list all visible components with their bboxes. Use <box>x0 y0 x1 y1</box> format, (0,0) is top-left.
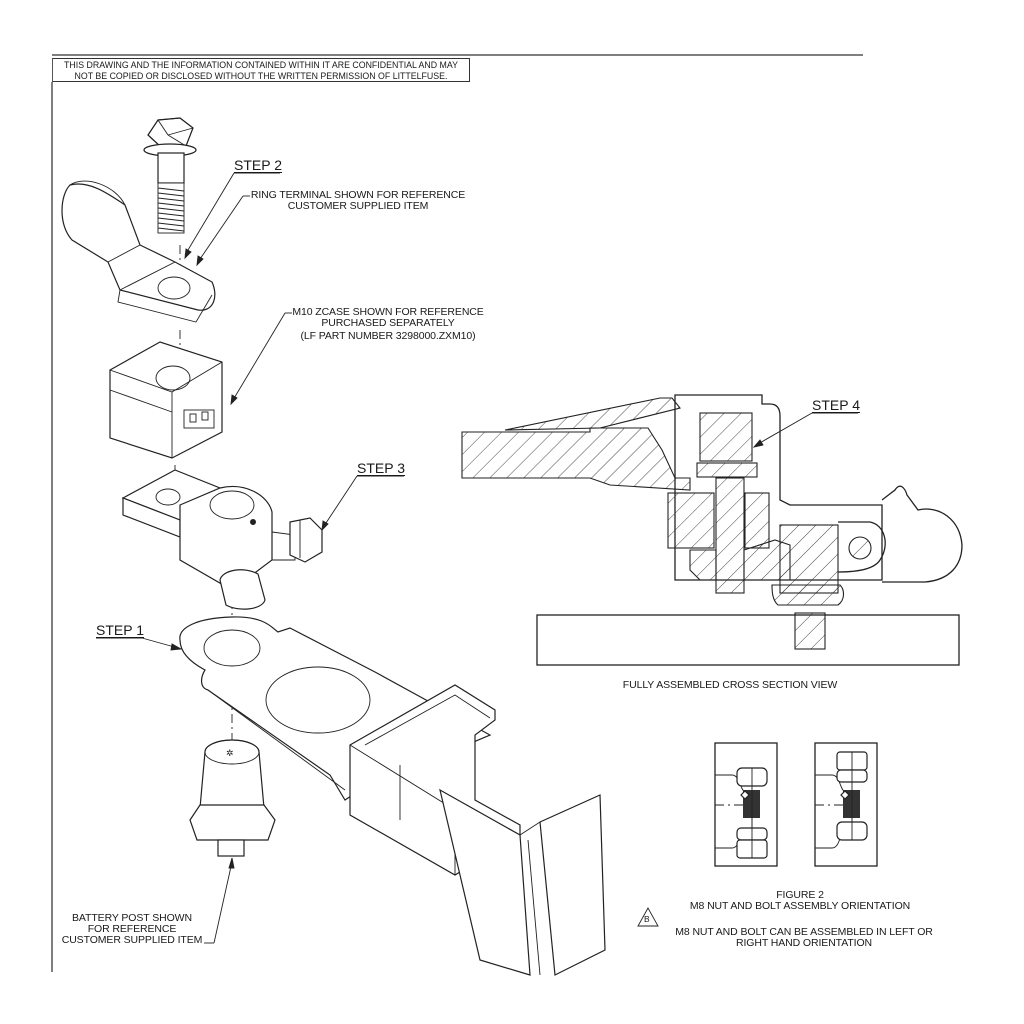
step-3-label: STEP 3 <box>357 460 405 476</box>
confidential-line-1: THIS DRAWING AND THE INFORMATION CONTAIN… <box>64 60 458 70</box>
zcase-line-2: PURCHASED SEPARATELY <box>321 317 455 329</box>
step-4-label: STEP 4 <box>812 397 860 413</box>
ring-terminal-line-1: RING TERMINAL SHOWN FOR REFERENCE <box>250 189 466 201</box>
ring-terminal-callout: RING TERMINAL SHOWN FOR REFERENCE CUSTOM… <box>250 190 466 212</box>
ring-terminal-line-2: CUSTOMER SUPPLIED ITEM <box>287 200 429 212</box>
figure2-note-line-1: M8 NUT AND BOLT CAN BE ASSEMBLED IN LEFT… <box>675 926 933 938</box>
drawing-frame <box>51 54 863 972</box>
figure2-note-line-2: RIGHT HAND ORIENTATION <box>735 937 873 949</box>
battery-post-callout: BATTERY POST SHOWN FOR REFERENCE CUSTOME… <box>58 913 206 946</box>
zcase-line-3: (LF PART NUMBER 3298000.ZXM10) <box>300 330 476 342</box>
confidential-line-2: NOT BE COPIED OR DISCLOSED WITHOUT THE W… <box>74 70 448 81</box>
svg-text:✲: ✲ <box>226 748 234 758</box>
revision-symbol: B <box>644 914 650 924</box>
flange-bolt-icon <box>143 117 197 234</box>
battery-post-line-1: BATTERY POST SHOWN <box>72 912 192 924</box>
figure2-panel-left <box>714 742 778 867</box>
figure2-panel-right <box>814 742 878 867</box>
battery-post-line-3: CUSTOMER SUPPLIED ITEM <box>61 934 203 946</box>
battery-post-line-2: FOR REFERENCE <box>87 923 177 935</box>
figure2-note: M8 NUT AND BOLT CAN BE ASSEMBLED IN LEFT… <box>664 927 944 949</box>
zcase-icon <box>109 341 223 459</box>
ring-terminal-icon <box>61 180 216 323</box>
leader-lines <box>96 172 858 944</box>
step-2-label: STEP 2 <box>234 157 282 173</box>
cross-section-view <box>461 394 963 666</box>
cross-section-caption: FULLY ASSEMBLED CROSS SECTION VIEW <box>622 679 838 691</box>
step-1-label: STEP 1 <box>96 622 144 638</box>
figure2-title: FIGURE 2 <box>776 889 824 901</box>
revision-triangle-icon <box>637 907 659 927</box>
figure2-subtitle: M8 NUT AND BOLT ASSEMBLY ORIENTATION <box>689 900 911 912</box>
battery-clamp-icon <box>121 469 323 610</box>
terminal-cover-icon <box>349 684 606 976</box>
battery-post-icon: ✲ <box>189 739 276 857</box>
zcase-callout: M10 ZCASE SHOWN FOR REFERENCE PURCHASED … <box>290 307 486 342</box>
confidential-notice: THIS DRAWING AND THE INFORMATION CONTAIN… <box>52 58 470 82</box>
zcase-line-1: M10 ZCASE SHOWN FOR REFERENCE <box>292 306 484 318</box>
figure2-caption: FIGURE 2 M8 NUT AND BOLT ASSEMBLY ORIENT… <box>670 890 930 912</box>
